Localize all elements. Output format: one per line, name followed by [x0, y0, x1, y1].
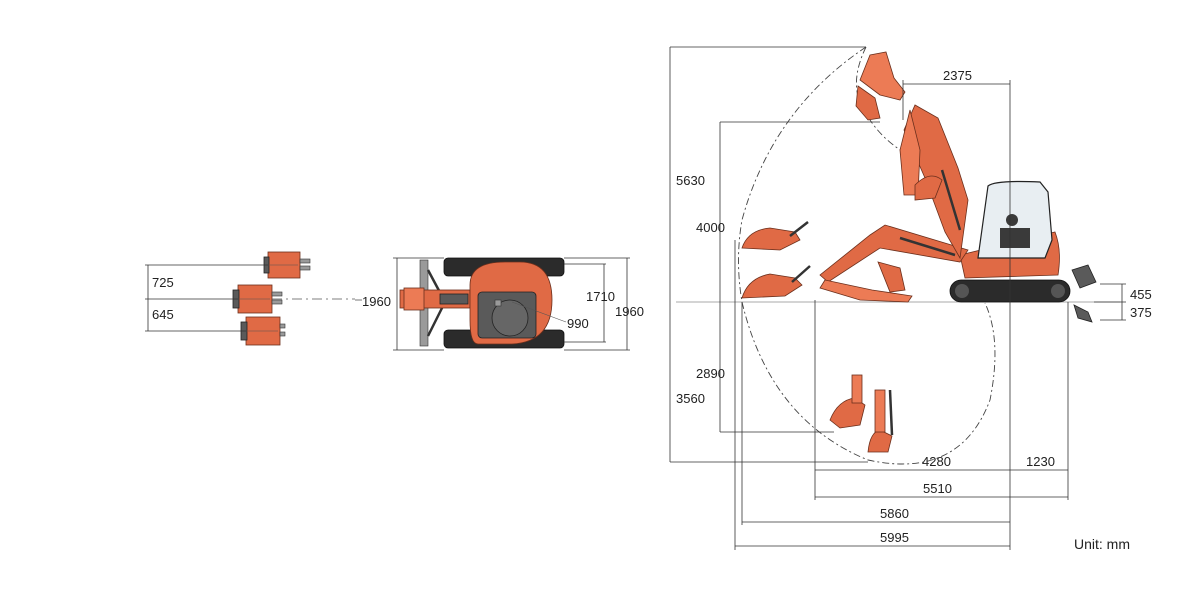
- tail-swing-label: 990: [567, 316, 589, 331]
- top-view-width-label: 1960: [362, 294, 391, 309]
- max-dumping-height-label: 4000: [696, 220, 725, 235]
- machine-width-label: 1960: [615, 304, 644, 319]
- bucket-offset-right-label: 725: [152, 275, 174, 290]
- bucket-offset-left-drawing: [240, 316, 286, 346]
- unit-label: Unit: mm: [1074, 536, 1130, 552]
- bucket-offset-right-drawing: [263, 251, 311, 279]
- bucket-offset-view: 725 645: [145, 251, 355, 346]
- tail-to-blade-label: 1230: [1026, 454, 1055, 469]
- max-digging-height-label: 5630: [676, 173, 705, 188]
- blade-lift-label: 455: [1130, 287, 1152, 302]
- working-envelope-arc: [738, 46, 996, 465]
- max-digging-reach-label: 5995: [880, 530, 909, 545]
- bucket-offset-left-label: 645: [152, 307, 174, 322]
- min-front-radius-label: 4280: [922, 454, 951, 469]
- max-vertical-wall-depth-label: 2890: [696, 366, 725, 381]
- min-swing-radius-label: 2375: [943, 68, 972, 83]
- blade-drop-label: 375: [1130, 305, 1152, 320]
- max-digging-depth-label: 3560: [676, 391, 705, 406]
- top-view: 1960 1710 1960 990: [355, 257, 644, 351]
- overall-length-label: 5510: [923, 481, 952, 496]
- track-gauge-label: 1710: [586, 289, 615, 304]
- excavator-side-drawing: [741, 51, 1097, 453]
- max-reach-ground-label: 5860: [880, 506, 909, 521]
- side-view: 5630 4000 3560 2890 2375 455 375 4280 12…: [669, 46, 1152, 550]
